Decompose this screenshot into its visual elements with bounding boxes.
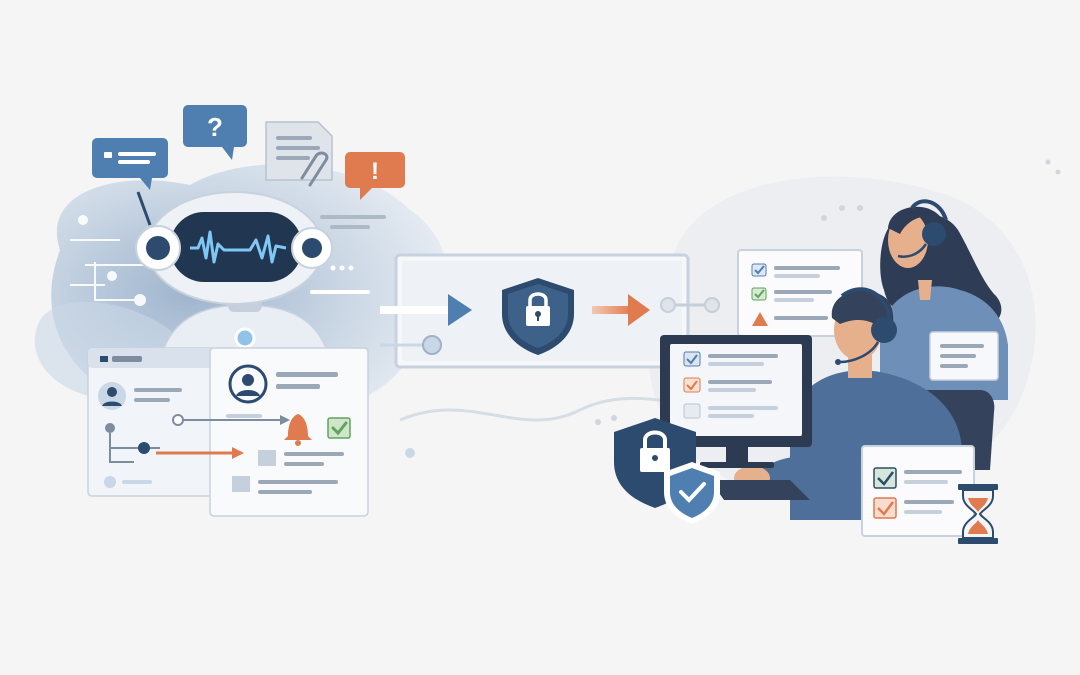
agent-woman [880, 199, 1008, 400]
man-headset-icon [871, 317, 897, 343]
hourglass-icon [958, 484, 998, 544]
bell-icon [284, 414, 312, 440]
question-icon: ? [207, 112, 223, 142]
decor-dots-right [595, 159, 1061, 425]
workflow-connectors [138, 414, 415, 459]
robot-assistant [135, 191, 333, 361]
security-badge-check [664, 462, 720, 524]
robot-visor [170, 212, 302, 282]
exclamation-icon: ! [371, 158, 379, 185]
checklist-card-top [737, 249, 863, 337]
lock-shield-icon [502, 278, 574, 355]
inbound-flow-lines [380, 294, 472, 355]
warning-icon [752, 312, 768, 326]
computer-monitor [660, 335, 812, 468]
robot-chest-light [234, 327, 256, 349]
outbound-flow [592, 294, 720, 326]
speech-bubble-lines [92, 138, 168, 190]
circuit-lines-left [70, 215, 150, 306]
voice-wave-icon [190, 230, 287, 264]
keyboard [710, 480, 810, 500]
headset-icon [922, 222, 946, 246]
checklist-card-bottom [861, 445, 975, 537]
speech-bubble-exclamation: ! [345, 152, 405, 200]
orange-arrow-icon [628, 294, 650, 326]
document-clip-icon [265, 121, 333, 187]
check-icon [327, 417, 351, 439]
dots-near-robot [310, 215, 386, 294]
workflow-panel-back [87, 347, 217, 497]
arrow-right-icon [448, 294, 472, 326]
speech-bubble-question: ? [183, 105, 247, 160]
